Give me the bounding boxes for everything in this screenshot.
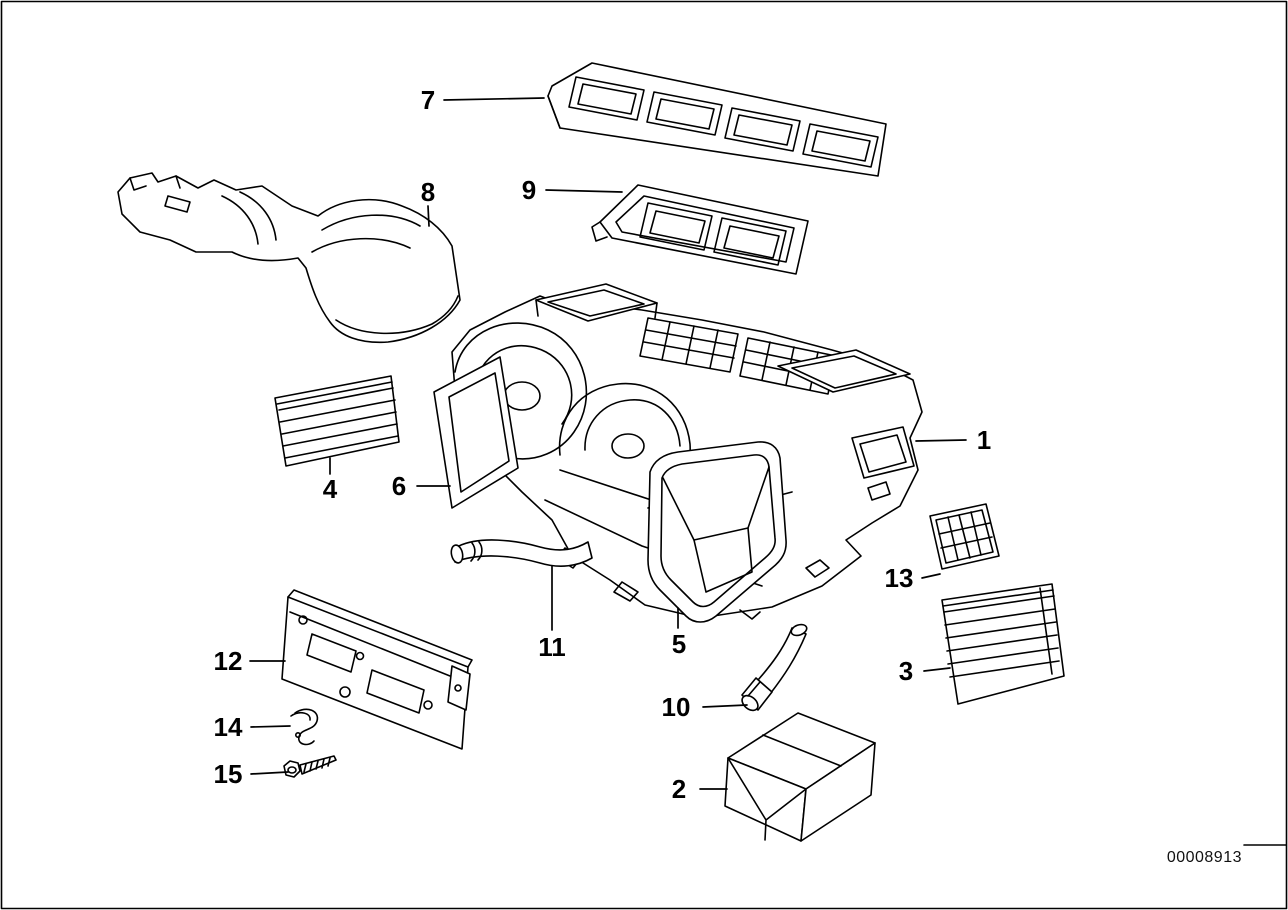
part-3-bellows-right — [941, 583, 1065, 705]
part-10-hose-short — [741, 623, 808, 712]
part-5-air-funnel — [647, 441, 787, 623]
callout-1[interactable]: 1 — [976, 425, 992, 455]
callout-8[interactable]: 8 — [420, 177, 436, 207]
leader-3 — [923, 667, 951, 672]
callout-12[interactable]: 12 — [213, 646, 243, 676]
leader-9 — [545, 189, 623, 193]
part-13-grid-insert — [929, 503, 1000, 570]
part-7-vent-frame — [547, 62, 887, 177]
part-2-box — [724, 712, 876, 842]
callout-7[interactable]: 7 — [420, 85, 436, 115]
part-15-screw — [283, 755, 337, 778]
leader-8 — [427, 205, 430, 227]
leader-lines — [249, 97, 967, 790]
leader-13 — [921, 573, 941, 579]
callout-6[interactable]: 6 — [391, 471, 407, 501]
callout-4[interactable]: 4 — [322, 474, 338, 504]
leader-1 — [915, 439, 967, 442]
leader-14 — [250, 725, 291, 728]
leader-7 — [443, 97, 545, 101]
part-12-bracket-panel — [281, 589, 473, 750]
part-8-cover — [117, 172, 461, 344]
drawing-number: 00008913 — [1166, 849, 1242, 866]
leader-15 — [250, 771, 289, 775]
callout-2[interactable]: 2 — [671, 774, 687, 804]
callout-10[interactable]: 10 — [661, 692, 691, 722]
leader-10 — [702, 704, 748, 708]
callout-14[interactable]: 14 — [213, 712, 243, 742]
part-9-vent-frame-small — [591, 184, 809, 275]
callout-3[interactable]: 3 — [898, 656, 914, 686]
callout-13[interactable]: 13 — [884, 563, 914, 593]
callout-5[interactable]: 5 — [671, 629, 687, 659]
callout-15[interactable]: 15 — [213, 759, 243, 789]
part-4-bellows-left — [274, 375, 400, 467]
callout-11[interactable]: 11 — [538, 632, 566, 662]
part-6-seal-frame — [433, 356, 519, 509]
callout-9[interactable]: 9 — [521, 175, 537, 205]
part-14-clip — [290, 708, 319, 746]
part-11-hose — [450, 539, 593, 567]
